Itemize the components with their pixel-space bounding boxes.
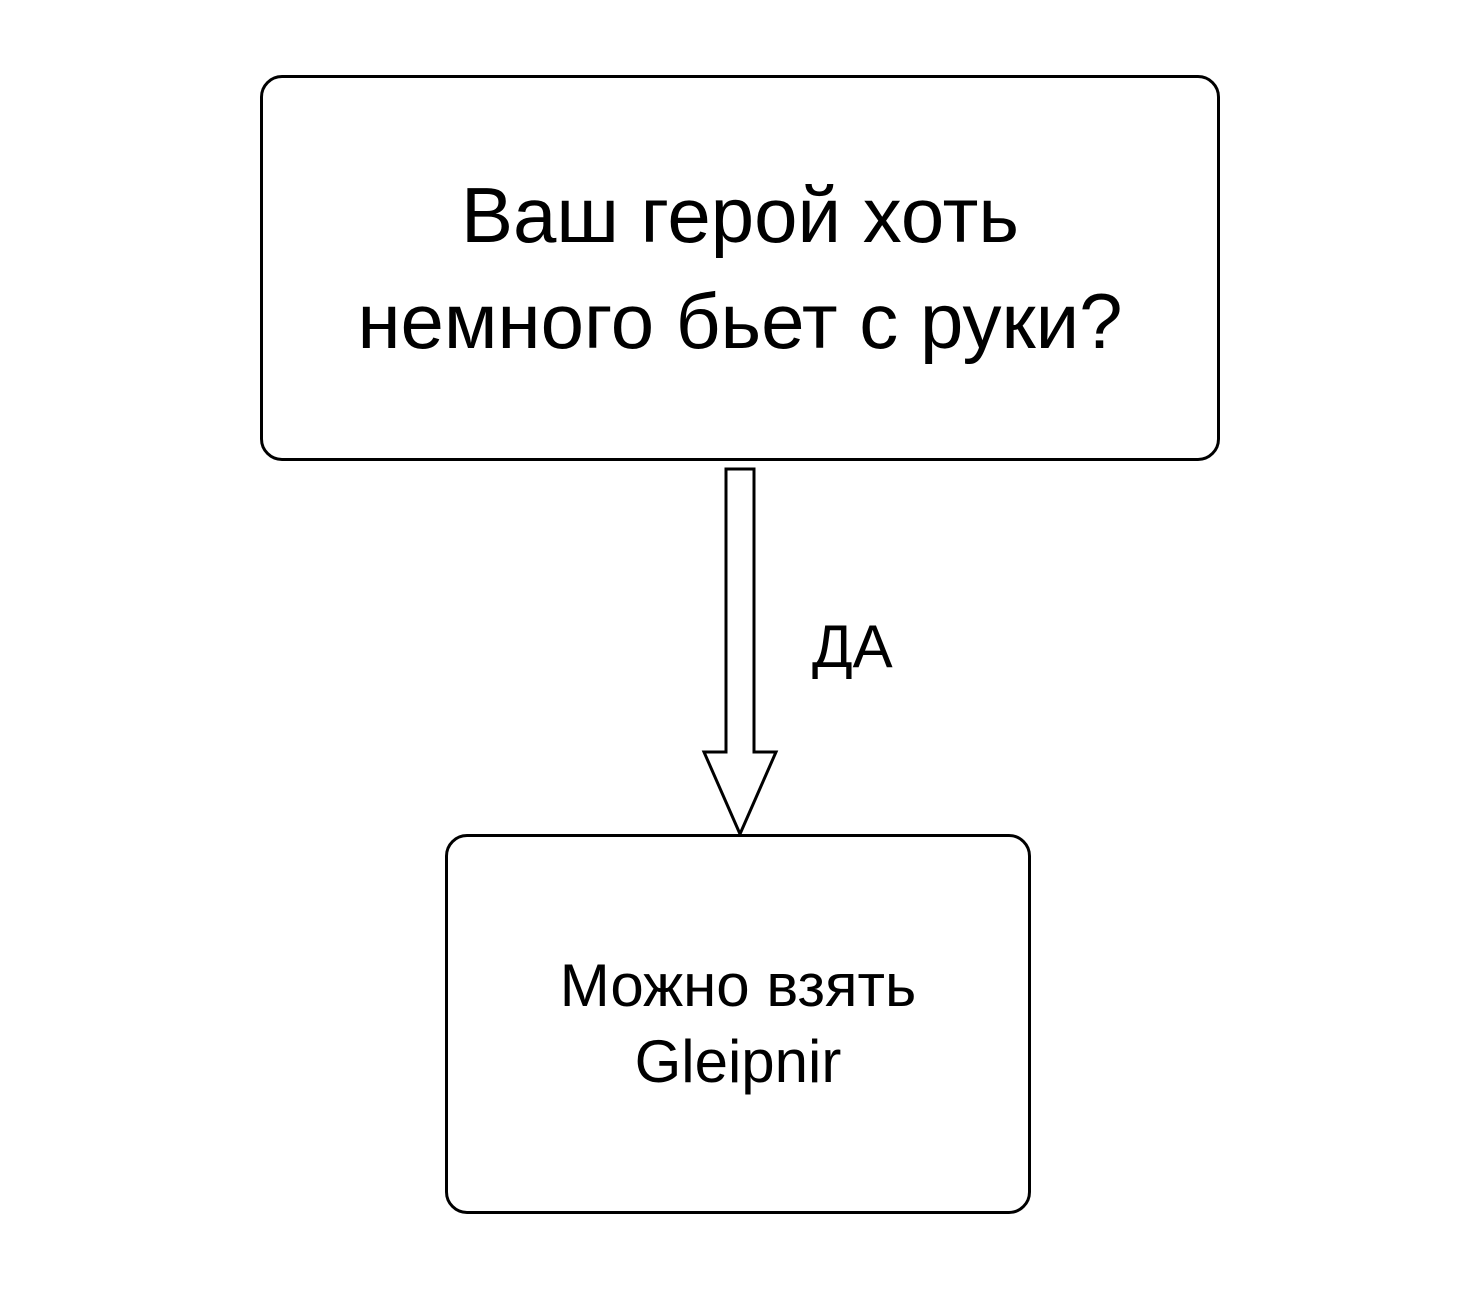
answer-line-1: Можно взять xyxy=(559,952,917,1019)
answer-node: Можно взять Gleipnir xyxy=(445,834,1031,1214)
yes-arrow xyxy=(701,467,779,838)
edge-label-yes: ДА xyxy=(812,613,893,680)
answer-line-2: Gleipnir xyxy=(634,1028,842,1095)
question-line-1: Ваш герой хоть xyxy=(461,171,1019,259)
question-line-2: немного бьет с руки? xyxy=(357,277,1123,365)
question-node: Ваш герой хоть немного бьет с руки? xyxy=(260,75,1220,461)
